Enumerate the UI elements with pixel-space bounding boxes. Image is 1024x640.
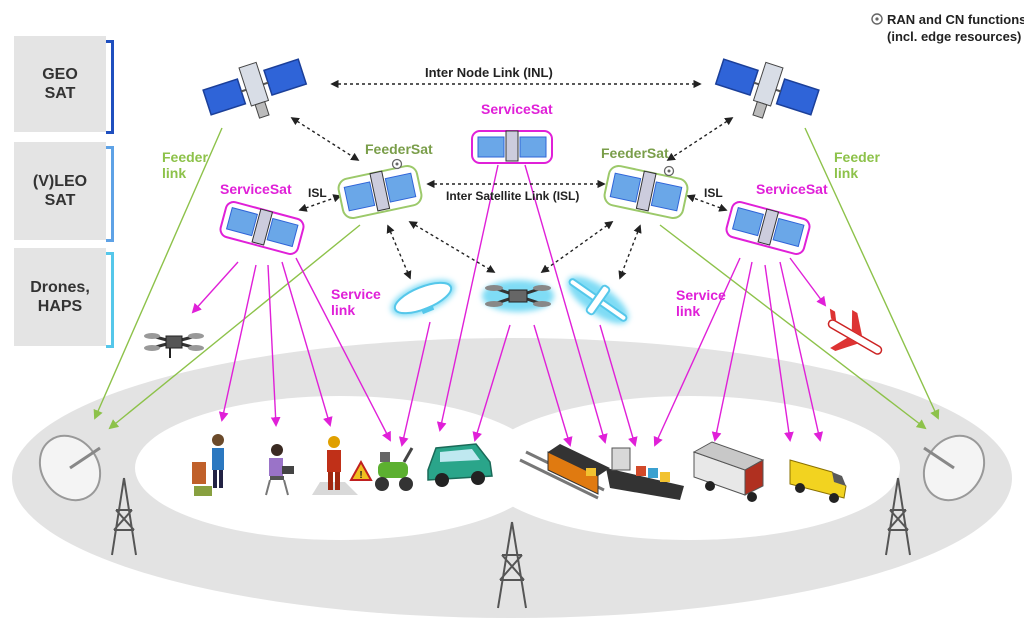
user-van bbox=[789, 459, 847, 503]
servicesat-left bbox=[219, 201, 305, 255]
user-firefighter: ! bbox=[312, 436, 373, 495]
user-hiker bbox=[192, 434, 224, 496]
layer-label-leo-sat: (V)LEO SAT bbox=[14, 142, 106, 240]
haps-layer-bracket bbox=[106, 252, 114, 348]
service-link-left-label-1: Service bbox=[331, 286, 381, 302]
svg-text:!: ! bbox=[359, 470, 362, 481]
servicesat-left-label: ServiceSat bbox=[220, 181, 292, 197]
layer-label-drones-haps: Drones, HAPS bbox=[14, 248, 106, 346]
ground-dish-left bbox=[38, 434, 102, 502]
service-link-right-label-1: Service bbox=[676, 287, 726, 303]
user-train bbox=[519, 444, 610, 500]
ran-cn-marker-icon bbox=[391, 158, 675, 177]
legend: RAN and CN functions (incl. edge resourc… bbox=[871, 12, 1024, 44]
geo-layer-bracket bbox=[106, 40, 114, 134]
servicesat-right-label: ServiceSat bbox=[756, 181, 828, 197]
servicesat-right bbox=[725, 201, 811, 255]
layer-label-geo-sat: GEO SAT bbox=[14, 36, 106, 132]
feeder-links bbox=[93, 127, 940, 430]
feeder-link-left-label-2: link bbox=[162, 165, 186, 181]
user-car bbox=[427, 443, 493, 487]
feedersat-left-label: FeederSat bbox=[365, 141, 433, 157]
service-links bbox=[191, 164, 827, 447]
service-link-left-label-2: link bbox=[331, 302, 355, 318]
leo-layer-bracket bbox=[106, 146, 114, 242]
cell-tower-right bbox=[885, 477, 911, 556]
servicesat-center-label: ServiceSat bbox=[481, 101, 553, 117]
airplane bbox=[827, 308, 883, 355]
inl-label: Inter Node Link (INL) bbox=[425, 65, 553, 80]
inter-node-links bbox=[290, 79, 734, 280]
feeder-link-left-label-1: Feeder bbox=[162, 149, 208, 165]
isl-left-label: ISL bbox=[308, 186, 327, 200]
user-truck bbox=[692, 441, 765, 502]
haps-fixed-wing bbox=[567, 276, 629, 324]
cell-tower-center bbox=[497, 521, 527, 609]
feedersat-left bbox=[337, 164, 423, 220]
ground-right-zone bbox=[480, 396, 900, 540]
cell-tower-left bbox=[111, 477, 137, 556]
feeder-link-right-label-2: link bbox=[834, 165, 858, 181]
drone-left bbox=[144, 333, 204, 358]
feeder-link-right-label-1: Feeder bbox=[834, 149, 880, 165]
feedersat-right-label: FeederSat bbox=[601, 145, 669, 161]
geo-satellite-right bbox=[714, 58, 820, 119]
service-link-right-label-2: link bbox=[676, 303, 700, 319]
haps-airship bbox=[391, 279, 455, 317]
isl-right-label: ISL bbox=[704, 186, 723, 200]
servicesat-center bbox=[471, 130, 553, 164]
legend-line-2: (incl. edge resources) bbox=[887, 29, 1021, 44]
user-scooter bbox=[375, 447, 414, 491]
geo-satellite-left bbox=[202, 58, 308, 119]
user-ship bbox=[606, 447, 684, 500]
user-laptop bbox=[265, 444, 294, 496]
drone-center bbox=[482, 280, 554, 312]
ground-dish-right bbox=[922, 434, 986, 502]
legend-line-1: RAN and CN functions bbox=[887, 12, 1024, 27]
feedersat-right bbox=[603, 164, 689, 220]
isl-long-label: Inter Satellite Link (ISL) bbox=[446, 189, 579, 203]
